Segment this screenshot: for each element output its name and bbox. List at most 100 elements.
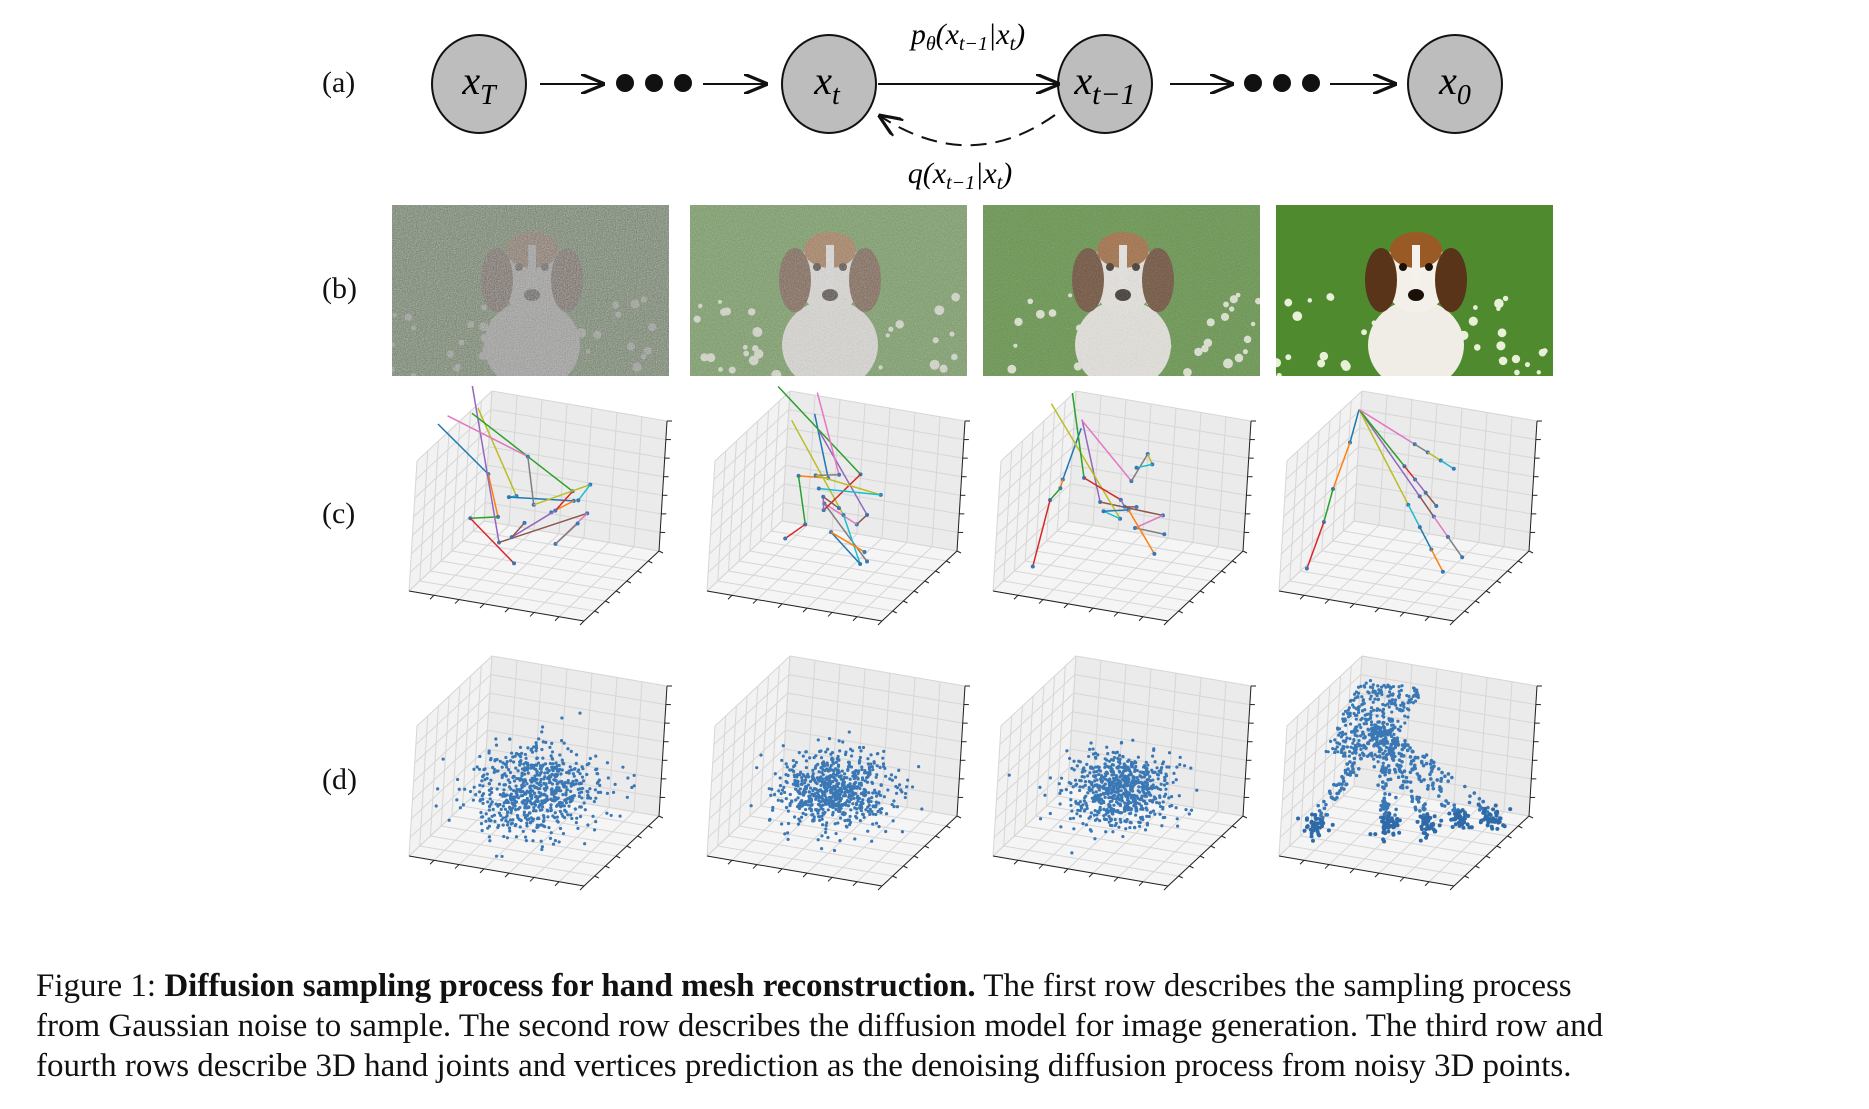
- axes-box: [706, 390, 970, 626]
- bone: [817, 429, 868, 516]
- bone: [527, 456, 535, 505]
- bone: [1332, 442, 1351, 490]
- axes-box: [408, 390, 672, 626]
- joint-point: [1101, 509, 1106, 514]
- hand-vertices: [1296, 678, 1513, 844]
- bone: [1071, 392, 1085, 478]
- bone: [498, 512, 588, 544]
- bone: [856, 514, 868, 525]
- bone: [823, 473, 862, 511]
- vertices-plot-step-3: [988, 651, 1268, 911]
- hand-vertices: [1007, 738, 1199, 855]
- markov-chain-diagram: xT xt xt−1 x0 pθ(xt−1|xt) q(xt−1|xt): [431, 18, 1503, 194]
- joints-plot-step-2: [702, 385, 982, 646]
- caption-title: Diffusion sampling process for hand mesh…: [164, 968, 976, 1004]
- bone: [815, 474, 840, 477]
- bone: [533, 483, 591, 506]
- bone: [1103, 510, 1121, 520]
- vertices-plot-step-4: [1274, 651, 1554, 911]
- joints-plot-step-3: [988, 386, 1268, 646]
- hand-vertices: [749, 730, 924, 853]
- dog-photo: [1276, 205, 1553, 376]
- image-step-1: [392, 205, 669, 376]
- row-label-a: (a): [322, 66, 356, 99]
- bone: [508, 496, 574, 502]
- vertices-plot-step-2: [702, 651, 982, 911]
- bone: [1358, 409, 1406, 467]
- bone: [1414, 478, 1427, 494]
- joint-point: [865, 559, 870, 564]
- node-xT: xT: [431, 34, 527, 134]
- bone: [815, 474, 881, 496]
- bone: [816, 392, 840, 475]
- bone: [471, 412, 574, 492]
- bone: [1134, 514, 1164, 529]
- svg-text:xt−1: xt−1: [1073, 58, 1135, 111]
- svg-text:x0: x0: [1438, 58, 1471, 111]
- node-xt: xt: [781, 34, 877, 134]
- ellipsis-dots: [616, 74, 1320, 92]
- joint-point: [1134, 465, 1139, 470]
- bone: [511, 510, 556, 538]
- row-label-b: (b): [322, 272, 357, 305]
- bone: [1403, 465, 1416, 480]
- bone: [830, 531, 865, 553]
- joint-point: [1460, 555, 1465, 560]
- bone: [823, 503, 868, 562]
- axes-box: [706, 655, 970, 891]
- bone: [1050, 403, 1121, 520]
- hand-vertices: [434, 711, 636, 859]
- image-step-3: [983, 205, 1260, 376]
- caption-text: fourth rows describe 3D hand joints and …: [36, 1048, 1572, 1084]
- bone: [813, 413, 829, 479]
- bone: [554, 490, 574, 512]
- joint-point: [836, 506, 841, 511]
- hand-joints: [777, 385, 883, 566]
- joint-point: [783, 536, 788, 541]
- figure-caption: Figure 1: Diffusion sampling process for…: [36, 966, 1603, 1086]
- bone: [447, 415, 529, 458]
- svg-text:xt: xt: [813, 58, 841, 111]
- bone: [554, 522, 579, 545]
- caption-label: Figure 1:: [36, 968, 165, 1004]
- bone: [830, 531, 861, 565]
- reverse-dashed-arrow: [880, 115, 1056, 147]
- joint-point: [1434, 504, 1439, 508]
- joint-point: [1152, 551, 1157, 556]
- joint-point: [575, 521, 580, 526]
- bone: [822, 496, 840, 509]
- bone: [469, 517, 515, 564]
- bone: [511, 522, 526, 538]
- bone: [1419, 495, 1435, 518]
- bone: [1306, 521, 1325, 569]
- joint-point: [1451, 466, 1456, 471]
- node-xt-minus-1: xt−1: [1057, 34, 1153, 134]
- bone: [777, 385, 862, 475]
- hand-joints: [1304, 408, 1465, 574]
- bone: [577, 484, 591, 501]
- bone: [842, 514, 861, 565]
- axes-box: [1278, 390, 1542, 626]
- bone: [1414, 443, 1429, 454]
- bone: [1358, 409, 1409, 506]
- bone: [1407, 504, 1421, 528]
- bone: [1323, 488, 1334, 523]
- bone: [487, 473, 499, 517]
- bone: [1081, 419, 1101, 503]
- joint-point: [576, 498, 581, 503]
- bone: [470, 516, 499, 519]
- bone: [818, 487, 881, 496]
- joint-point: [1030, 564, 1035, 569]
- joints-plot-step-4: [1274, 386, 1554, 646]
- bone: [784, 523, 806, 540]
- joint-point: [1122, 504, 1127, 509]
- caption-text: The first row describes the sampling pro…: [975, 968, 1572, 1004]
- bone: [470, 381, 500, 543]
- forward-label: pθ(xt−1|xt): [909, 18, 1025, 55]
- bone: [1419, 526, 1433, 550]
- reverse-label: q(xt−1|xt): [908, 157, 1013, 194]
- bone: [1103, 509, 1129, 512]
- bone: [1440, 459, 1455, 470]
- bone: [1433, 516, 1449, 538]
- svg-text:xT: xT: [461, 58, 498, 111]
